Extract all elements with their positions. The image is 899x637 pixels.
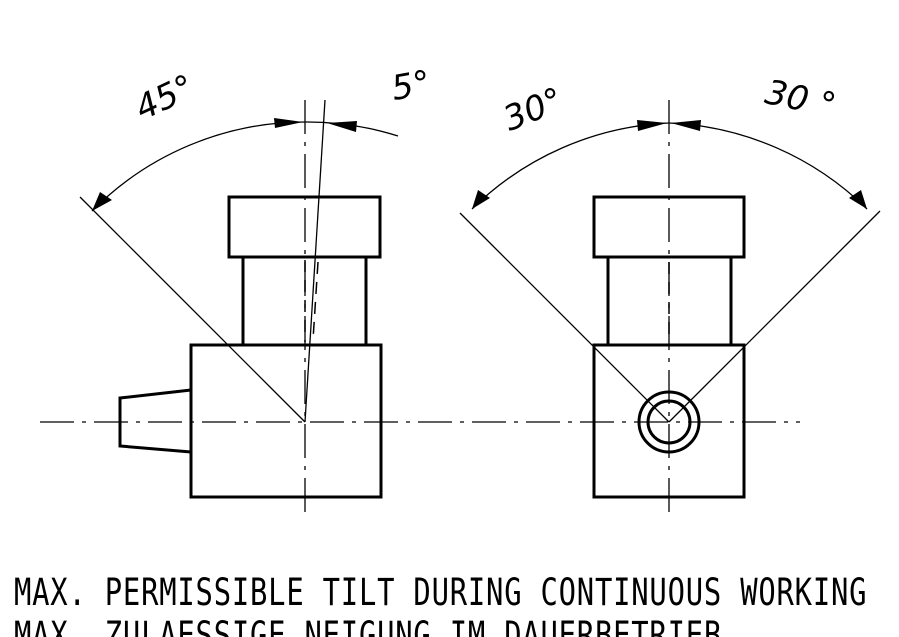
arrow-30-left-outer [472, 190, 490, 209]
tilt-5-line [304, 99, 326, 423]
note-german: MAX. ZULAESSIGE NEIGUNG IM DAUERBETRIEB [14, 614, 723, 637]
left-body [189, 343, 383, 499]
angle-45-label: 45° [129, 67, 201, 129]
arrow-30-right-outer [849, 190, 867, 209]
arrow-30-left-inner [637, 120, 667, 131]
arrow-45-right [274, 118, 303, 128]
angle-5-label: 5° [389, 63, 434, 109]
left-neck-hidden-tilt [312, 261, 319, 341]
arrow-45-left [92, 192, 112, 211]
left-side-nozzle [118, 388, 192, 454]
tilt-30-right-line [668, 210, 881, 423]
note-english: MAX. PERMISSIBLE TILT DURING CONTINUOUS … [14, 571, 868, 614]
angle-30-left-label: 30° [498, 80, 569, 140]
right-body [592, 343, 746, 499]
tilt-30-left-line [459, 212, 670, 423]
tilt-45-line [79, 196, 306, 423]
left-view: 45° 5° [40, 63, 800, 512]
port-outer-circle [637, 390, 701, 454]
arrow-30-right-inner [671, 120, 701, 131]
right-view: 30° 30 ° [459, 72, 881, 512]
angle-30-right-label: 30 ° [762, 72, 840, 126]
port-inner-circle [646, 399, 692, 445]
arrow-5-right [327, 121, 357, 132]
